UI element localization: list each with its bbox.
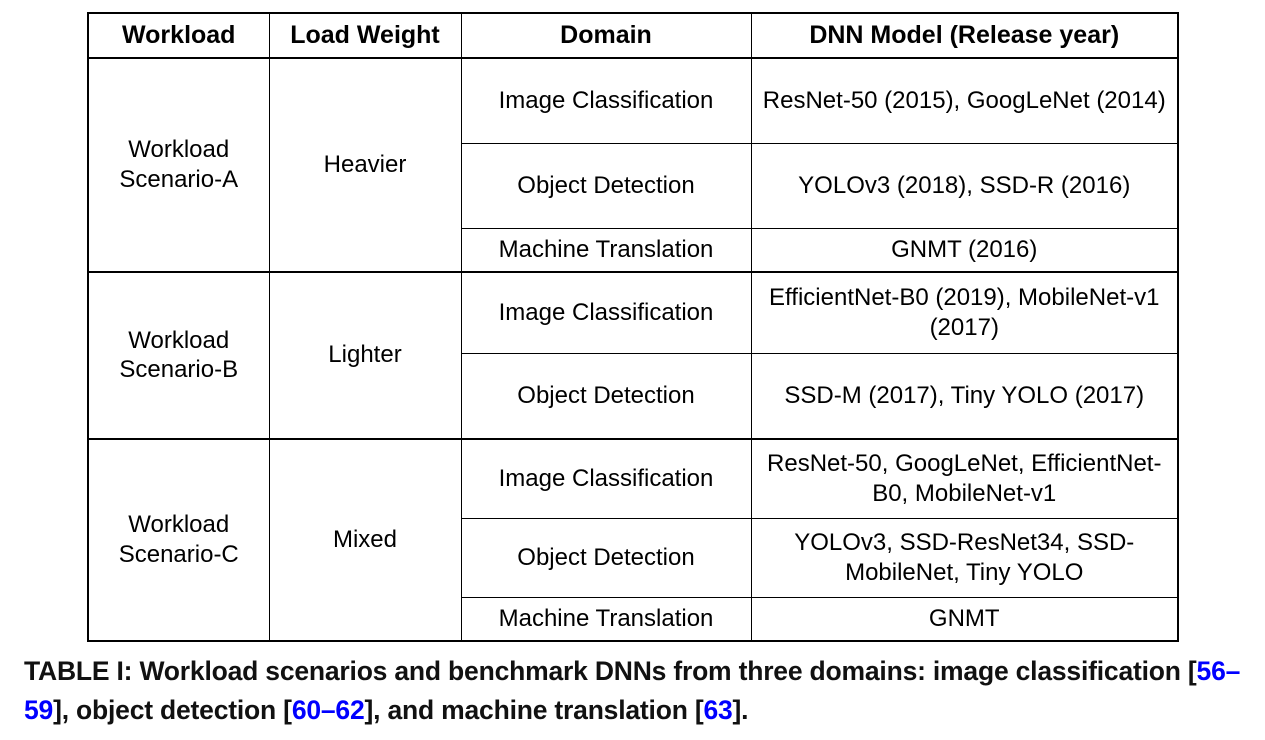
model-b-object-detection: SSD-M (2017), Tiny YOLO (2017) <box>750 352 1179 439</box>
caption-text-2: ], object detection [ <box>53 694 292 725</box>
scenario-label-c: Workload Scenario-C <box>87 437 270 641</box>
caption-label: TABLE I: <box>24 656 133 686</box>
column-header-workload: Workload <box>87 12 270 59</box>
table-header-row: Workload Load Weight Domain DNN Model (R… <box>87 12 1179 59</box>
load-weight-b: Lighter <box>268 270 462 439</box>
load-weight-c: Mixed <box>268 437 462 641</box>
citation-link-63[interactable]: 63 <box>703 694 733 725</box>
load-weight-a: Heavier <box>268 56 462 272</box>
table-caption: TABLE I: Workload scenarios and benchmar… <box>24 652 1246 729</box>
model-c-object-detection: YOLOv3, SSD-ResNet34, SSD-MobileNet, Tin… <box>750 517 1179 598</box>
column-header-domain: Domain <box>460 12 752 59</box>
domain-b-image-classification: Image Classification <box>460 270 752 354</box>
domain-b-object-detection: Object Detection <box>460 352 752 439</box>
model-a-machine-translation: GNMT (2016) <box>750 227 1179 272</box>
table-row: Workload Scenario-A Heavier Image Classi… <box>87 56 1179 272</box>
table-row: Object Detection YOLOv3, SSD-ResNet34, S… <box>88 517 1179 598</box>
workload-scenarios-table: Workload Load Weight Domain DNN Model (R… <box>87 12 1179 642</box>
table-row: Object Detection SSD-M (2017), Tiny YOLO… <box>88 352 1179 439</box>
citation-link-56-59[interactable]: 56–59 <box>24 656 1241 725</box>
table-row: Workload Scenario-B Lighter Image Classi… <box>87 270 1179 439</box>
model-a-image-classification: ResNet-50 (2015), GoogLeNet (2014) <box>750 56 1179 144</box>
caption-text-1: Workload scenarios and benchmark DNNs fr… <box>132 656 1197 686</box>
model-c-machine-translation: GNMT <box>750 596 1179 641</box>
table-row: Machine Translation GNMT <box>88 596 1179 641</box>
domain-c-image-classification: Image Classification <box>460 437 752 519</box>
table-row: Object Detection YOLOv3 (2018), SSD-R (2… <box>88 142 1179 229</box>
table-container: Workload Load Weight Domain DNN Model (R… <box>87 12 1179 642</box>
scenario-label-b: Workload Scenario-B <box>87 270 270 439</box>
caption-text-4: ]. <box>732 694 749 725</box>
caption-text-3: ], and machine translation [ <box>364 694 704 725</box>
model-a-object-detection: YOLOv3 (2018), SSD-R (2016) <box>750 142 1179 229</box>
model-c-image-classification: ResNet-50, GoogLeNet, EfficientNet-B0, M… <box>750 437 1179 519</box>
domain-a-object-detection: Object Detection <box>460 142 752 229</box>
citation-link-60-62[interactable]: 60–62 <box>291 694 365 725</box>
domain-a-image-classification: Image Classification <box>460 56 752 144</box>
column-header-load-weight: Load Weight <box>268 12 462 59</box>
scenario-label-a: Workload Scenario-A <box>87 56 270 272</box>
domain-c-machine-translation: Machine Translation <box>460 596 752 641</box>
table-row: Workload Scenario-C Mixed Image Classifi… <box>87 437 1179 641</box>
column-header-dnn-model: DNN Model (Release year) <box>750 12 1179 59</box>
domain-a-machine-translation: Machine Translation <box>460 227 752 272</box>
model-b-image-classification: EfficientNet-B0 (2019), MobileNet-v1 (20… <box>750 270 1179 354</box>
domain-c-object-detection: Object Detection <box>460 517 752 598</box>
